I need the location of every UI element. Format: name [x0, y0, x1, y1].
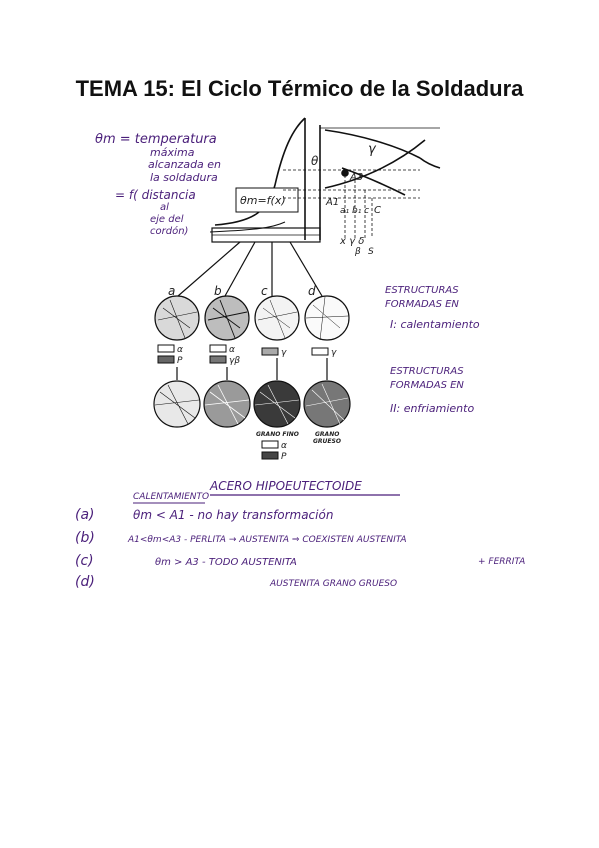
cooling-microstructures [153, 380, 351, 428]
case-a-key: (a) [75, 507, 95, 523]
structure-letter-b: b [214, 284, 222, 298]
note-theta-def-2: máxima [150, 146, 195, 159]
c-label: C [374, 205, 381, 216]
cooling-title-2: FORMADAS EN [390, 380, 464, 391]
heat-legend-a-p: P [177, 356, 183, 366]
heating-title-1: ESTRUCTURAS [385, 285, 459, 296]
acero-heading: ACERO HIPOEUTECTOIDE [209, 479, 362, 493]
a3-label: A3 [349, 172, 363, 183]
calentamiento-subheading: CALENTAMIENTO [133, 492, 209, 502]
formula-label: θm=f(x) [240, 194, 286, 207]
heating-label: I: calentamiento [390, 318, 480, 331]
cooling-label: II: enfriamiento [390, 402, 474, 415]
case-d-key: (d) [75, 574, 95, 590]
cooling-title-1: ESTRUCTURAS [390, 366, 464, 377]
cooling-arrows [176, 358, 328, 380]
heating-legend-swatches [157, 344, 329, 364]
note-theta-def-4: la soldadura [150, 171, 218, 184]
case-b-ferrita: + FERRITA [478, 557, 525, 567]
heat-legend-c: γ [281, 348, 287, 358]
page-title: TEMA 15: El Ciclo Térmico de la Soldadur… [75, 76, 524, 101]
x-axis-labels: x γ δ [339, 236, 364, 247]
temperature-profile-diagram [209, 117, 441, 243]
cool-legend-p: P [281, 452, 287, 462]
grano-grueso-label-2: GRUESO [313, 438, 341, 445]
heat-legend-d: γ [331, 348, 337, 358]
structure-letter-c: c [261, 284, 268, 298]
projection-arrows [177, 241, 323, 297]
x-axis-beta: β [354, 247, 361, 257]
heating-microstructures [154, 295, 350, 341]
note-theta-def-1: θm = temperatura [95, 132, 217, 147]
a1-label: A1 [325, 197, 339, 208]
structure-letter-a: a [168, 284, 175, 298]
x-axis-s: S [368, 247, 374, 257]
note-func-4: cordón) [150, 225, 188, 237]
note-func-2: al [160, 202, 169, 213]
case-d-text: AUSTENITA GRANO GRUESO [269, 579, 397, 589]
note-func-3: eje del [150, 214, 184, 225]
note-func-1: = f( distancia [115, 188, 196, 202]
case-b-key: (b) [75, 530, 95, 546]
small-axis-labels: a₁ b₁ c [340, 206, 369, 216]
heating-title-2: FORMADAS EN [385, 299, 459, 310]
cool-legend-alpha: α [281, 441, 287, 451]
case-c-text: θm > A3 - TODO AUSTENITA [155, 557, 297, 568]
grano-grueso-label-1: GRANO [315, 431, 339, 438]
note-theta-def-3: alcanzada en [148, 158, 221, 171]
gamma-region-label: γ [368, 142, 377, 157]
case-c-key: (c) [75, 553, 94, 569]
cooling-legend-swatches [261, 440, 279, 460]
theta-axis-label: θ [311, 154, 319, 168]
grano-fino-label: GRANO FINO [256, 431, 299, 438]
structure-letter-d: d [308, 284, 316, 298]
heat-legend-b: α [229, 345, 235, 355]
case-a-text: θm < A1 - no hay transformación [133, 508, 333, 522]
heat-legend-a: α [177, 345, 183, 355]
heat-legend-b-gamma: γβ [229, 356, 240, 366]
case-b-text: A1<θm<A3 - PERLITA → AUSTENITA ⇒ COEXIST… [127, 535, 407, 545]
